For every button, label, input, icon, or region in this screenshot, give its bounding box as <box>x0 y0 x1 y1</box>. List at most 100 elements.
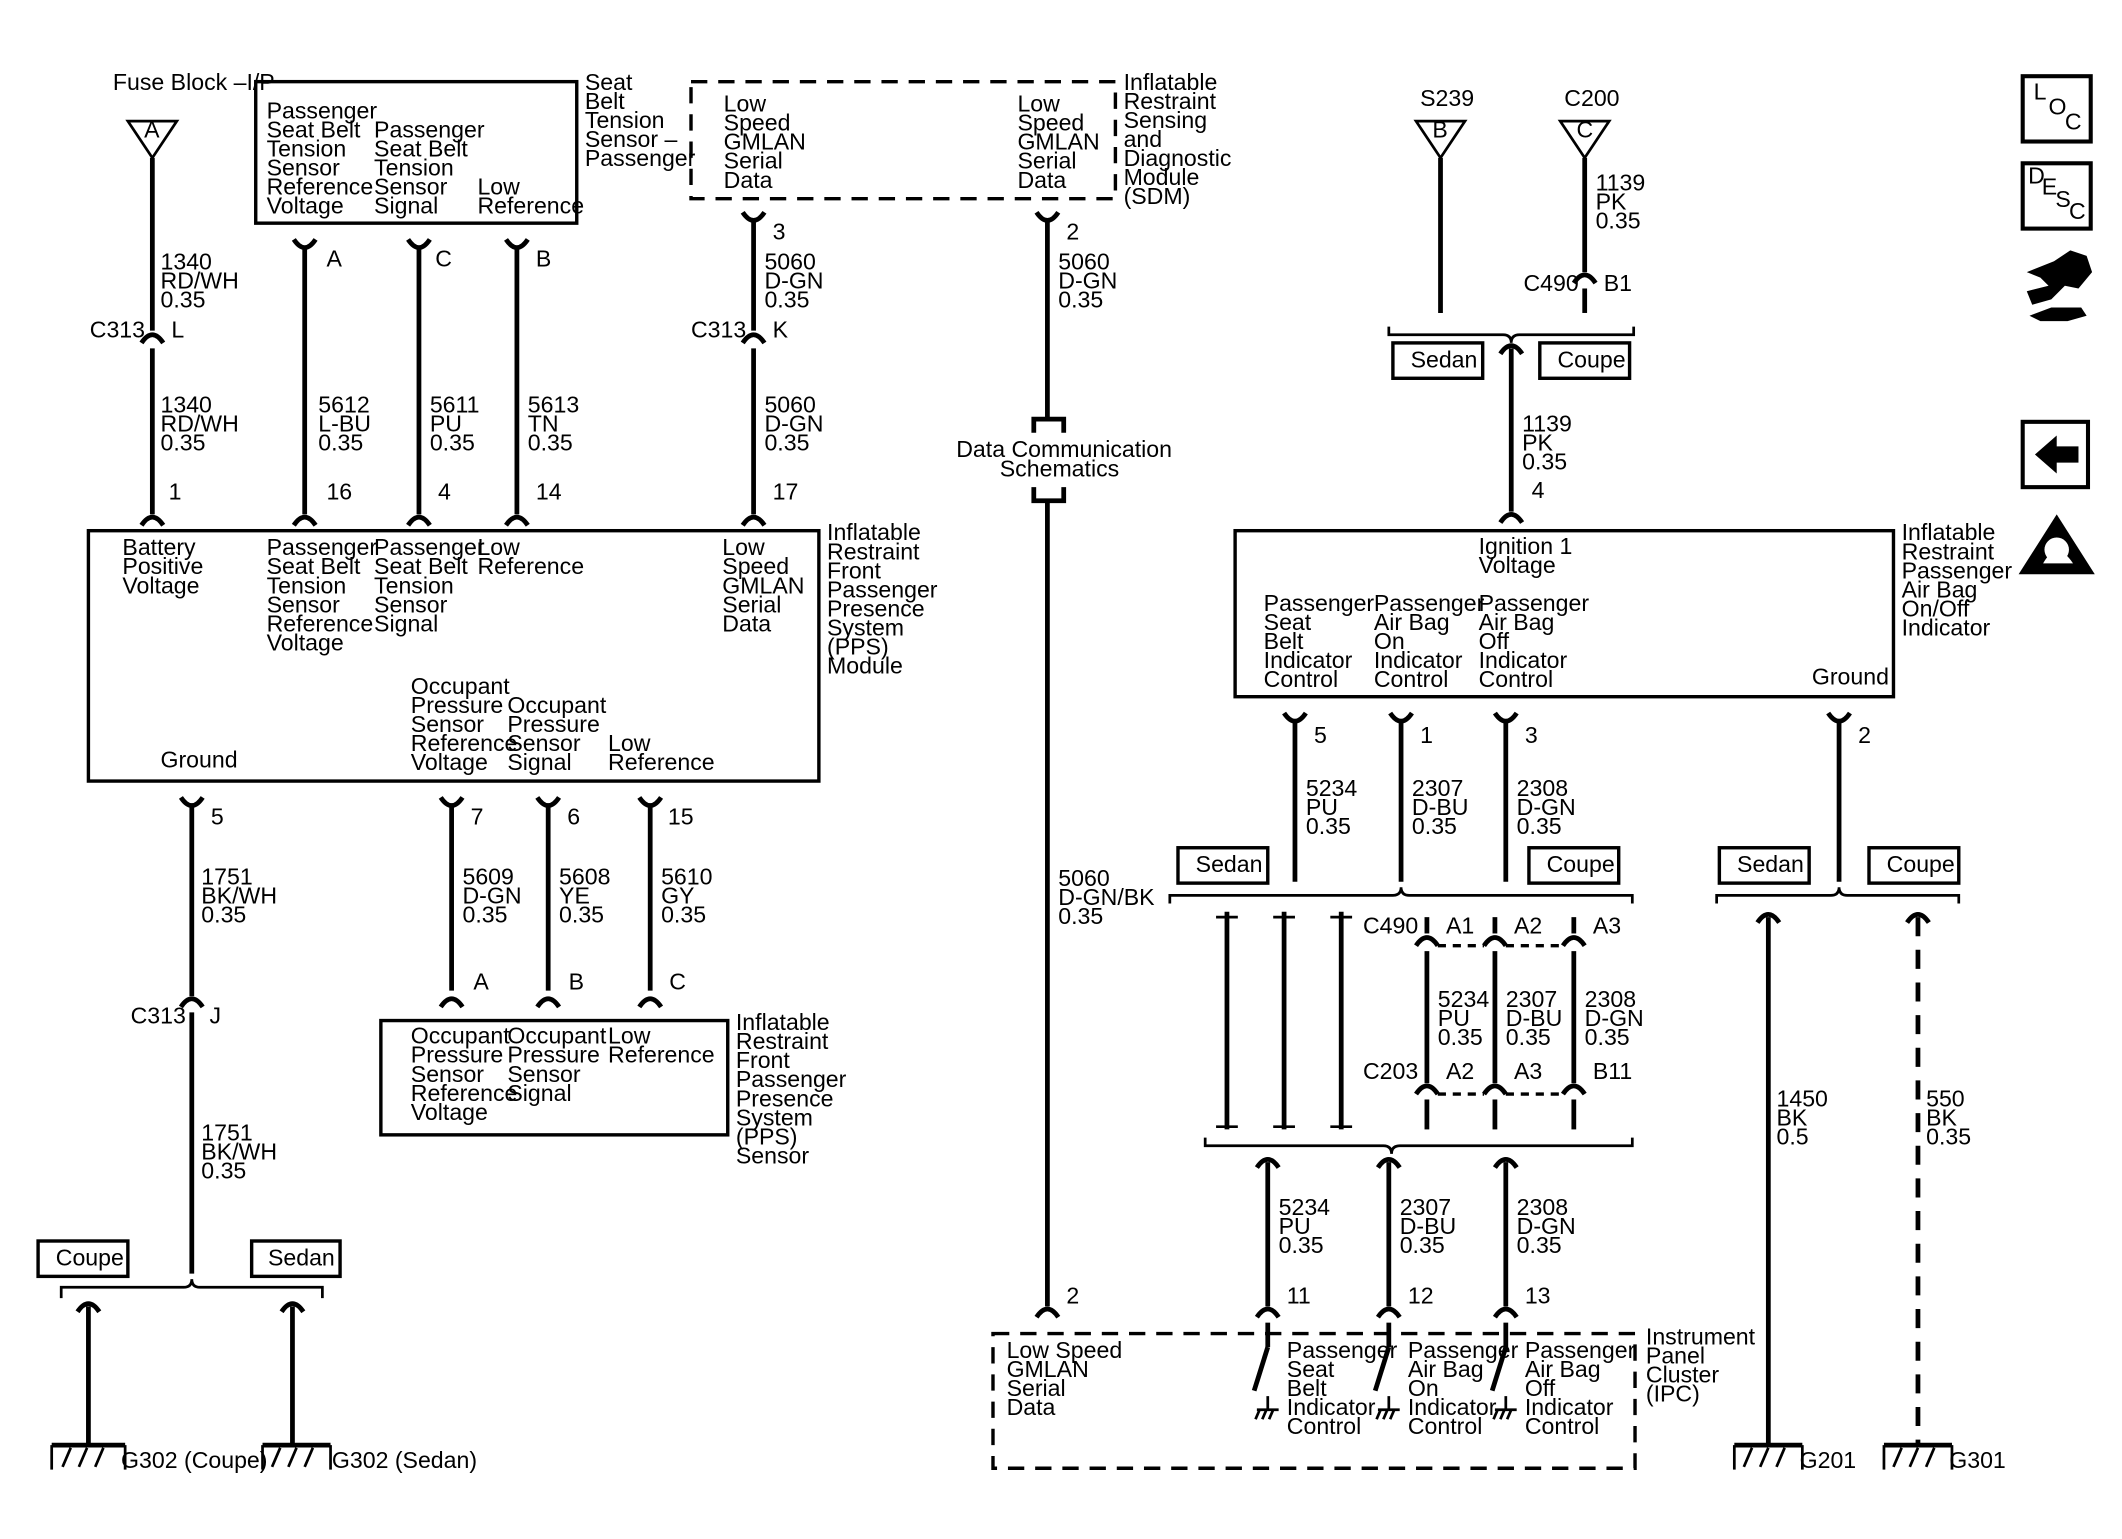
pps-pin-15: 15 <box>668 804 694 830</box>
desc-icon[interactable]: D E S C <box>2020 161 2093 231</box>
c203-a2-pin: A2 <box>1446 1058 1474 1084</box>
c313-j-pin: J <box>209 1002 221 1028</box>
sbts-pin-b: B <box>536 246 551 272</box>
variant-brace-top <box>1387 326 1636 343</box>
sedan-tag-right <box>1717 846 1811 885</box>
wire-1340-lower-label: 1340 RD/WH 0.35 <box>161 391 246 455</box>
coupe-tag-right <box>1867 846 1961 885</box>
variant-brace-mid <box>1168 887 1634 904</box>
ground-g302-sedan-label: G302 (Sedan) <box>332 1447 477 1473</box>
c313-j-label: C313 <box>131 1002 186 1028</box>
sbts-pin-c: C <box>435 246 452 272</box>
sedan-tag-left-label: Sedan <box>268 1244 335 1270</box>
c200-label: C200 <box>1564 85 1619 111</box>
variant-brace-right <box>1715 887 1961 904</box>
back-arrow-icon[interactable] <box>2020 419 2091 490</box>
sdm-pin-2: 2 <box>1066 218 1079 244</box>
svg-text:S: S <box>2055 186 2070 212</box>
ipc-box <box>991 1331 1637 1470</box>
c490-b1-pin: B1 <box>1604 270 1632 296</box>
c313-k-pin: K <box>773 316 789 342</box>
ipc-pin-11: 11 <box>1287 1283 1311 1309</box>
coupe-tag-top <box>1538 341 1632 380</box>
pps-sensor-box <box>379 1018 730 1137</box>
sedan-direct-wires <box>1216 911 1353 1130</box>
pps-module-box <box>86 528 821 783</box>
ground-g301-label: G301 <box>1949 1447 2006 1473</box>
pps-sensor-pin-a: A <box>473 968 489 994</box>
loc-icon[interactable]: L O C <box>2020 74 2093 144</box>
fuse-block-label: Fuse Block –I/P <box>113 69 275 95</box>
data-comm-break-top <box>1031 416 1067 433</box>
connector-end-view-icon[interactable] <box>2026 250 2093 322</box>
sedan-tag-top <box>1391 341 1485 380</box>
c200-connector <box>1557 119 1612 161</box>
sdm-pin-3: 3 <box>773 218 786 244</box>
indicator-module-box <box>1233 528 1896 699</box>
coupe-tag-left <box>36 1239 130 1279</box>
s239-splice <box>1413 119 1468 161</box>
pps-sensor-pin-c: C <box>669 968 686 994</box>
sbts-pin-a: A <box>326 246 342 272</box>
svg-text:C: C <box>2069 198 2086 224</box>
pps-pin-5: 5 <box>211 804 224 830</box>
sedan-tag-left <box>249 1239 342 1279</box>
pps-pin-17: 17 <box>773 478 799 504</box>
pps-pin-4: 4 <box>438 478 451 504</box>
coupe-tag-left-label: Coupe <box>56 1244 124 1270</box>
s239-label: S239 <box>1420 85 1474 111</box>
svg-text:L: L <box>2034 78 2047 104</box>
coupe-tag-top-label: Coupe <box>1557 346 1625 372</box>
c490-a1-pin: A1 <box>1446 912 1474 938</box>
ipc-switch-off <box>1489 1322 1517 1420</box>
sedan-tag-top-label: Sedan <box>1411 346 1478 372</box>
ground-g201-label: G201 <box>1800 1447 1857 1473</box>
ground-g201 <box>1732 1442 1804 1470</box>
seat-belt-tension-sensor-box <box>254 79 579 225</box>
indicator-pin-3: 3 <box>1525 722 1538 748</box>
variant-brace-left <box>59 1279 324 1299</box>
indicator-pin-1: 1 <box>1420 722 1433 748</box>
svg-text:D: D <box>2028 163 2045 189</box>
fuse-block-ip: Fuse Block –I/P A <box>113 69 275 161</box>
variant-brace-lower <box>1203 1137 1634 1154</box>
pps-pin-14: 14 <box>536 478 562 504</box>
pps-pin-7: 7 <box>471 804 484 830</box>
s239-pin: B <box>1432 116 1447 142</box>
ipc-pin-12: 12 <box>1408 1283 1434 1309</box>
c490-label-upper: C490 <box>1523 270 1578 296</box>
sir-caution-icon[interactable] <box>2018 514 2095 575</box>
ipc-switch-on <box>1372 1322 1400 1420</box>
pps-pin-16: 16 <box>326 478 352 504</box>
